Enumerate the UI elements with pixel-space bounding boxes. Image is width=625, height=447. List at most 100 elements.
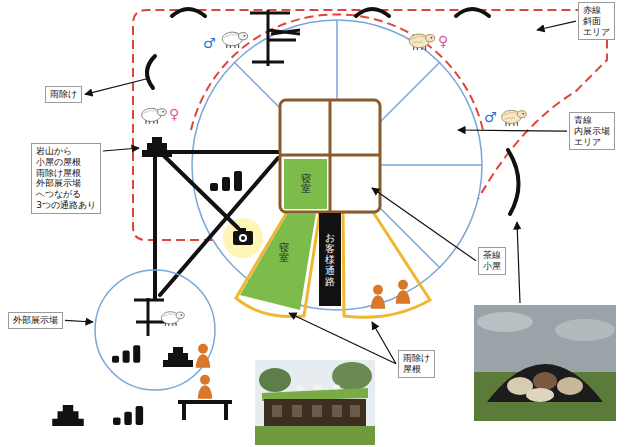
rain-shelter-arc xyxy=(147,56,155,88)
leader-line xyxy=(372,322,396,364)
sex-symbol: ♂ xyxy=(203,36,216,50)
vertical-label: 寝室 xyxy=(279,243,289,264)
photo-sheep-shelter xyxy=(474,305,616,421)
icon-key xyxy=(52,375,232,426)
icon-key xyxy=(178,402,232,420)
photo-grass-roof-building xyxy=(264,399,366,427)
leader-line xyxy=(85,78,150,94)
camera-spot xyxy=(223,218,263,258)
leader-line xyxy=(537,21,576,30)
red-slope-area xyxy=(133,10,607,240)
area-callout: 赤線 斜面 エリア xyxy=(578,2,615,40)
blue-inner-exhibit-area xyxy=(234,20,482,268)
shelter-structure xyxy=(250,10,300,66)
photo-sheep-shelter xyxy=(474,305,616,421)
icon-key xyxy=(52,405,84,426)
leader-line xyxy=(65,320,93,322)
photo-grass-roof-building xyxy=(314,385,322,390)
sheep-icon xyxy=(222,32,247,48)
rock-icon xyxy=(142,137,172,157)
icon-key xyxy=(113,406,143,425)
outdoor-exhibit xyxy=(161,312,184,326)
rain-shelter-arc xyxy=(508,150,519,214)
area-callout: 青線 内展示場 エリア xyxy=(569,112,615,150)
bedroom-trapezoid: 寝室 xyxy=(238,213,320,313)
rock-icon xyxy=(142,137,172,157)
photo-grass-roof-building xyxy=(296,386,304,391)
camera-spot xyxy=(241,236,245,240)
sex-symbol: ♀ xyxy=(438,34,448,48)
walkway-path xyxy=(160,150,279,154)
exhibit-callout: 外部展示場 xyxy=(8,312,63,329)
sheep-icon xyxy=(409,34,434,50)
rain-shelter-arc xyxy=(172,9,205,16)
blue-inner-exhibit-area xyxy=(192,20,482,310)
photo-grass-roof-building xyxy=(255,360,375,445)
path-callout: 岩山から 小屋の屋根 雨除け屋根 外部展示場 へつながる 3つの通路あり xyxy=(31,143,101,214)
vertical-label: お客様通路 xyxy=(325,232,335,287)
photo-grass-roof-building xyxy=(350,405,360,417)
photo-grass-roof-building xyxy=(255,426,375,445)
visitor-icon xyxy=(371,285,385,309)
camera-spot xyxy=(223,218,263,258)
trapezoid-fill xyxy=(240,213,316,310)
brown-hut xyxy=(280,100,380,212)
leader-line xyxy=(458,130,567,131)
rain-shelter-arc xyxy=(456,9,489,16)
photo-sheep-shelter xyxy=(477,312,533,332)
callout-text: 雨除け 屋根 xyxy=(403,353,430,375)
shelter-callout: 雨除け xyxy=(45,86,82,103)
visitor-icon xyxy=(371,280,410,309)
brown-hut xyxy=(280,100,380,212)
roof-callout: 雨除け 屋根 xyxy=(398,350,435,378)
callout-text: 青線 内展示場 エリア xyxy=(574,115,610,147)
photo-grass-roof-building xyxy=(272,405,282,417)
brown-hut xyxy=(280,100,380,212)
outdoor-exhibit xyxy=(112,345,140,363)
hut-callout: 茶線 小屋 xyxy=(478,247,506,275)
stairs-icon xyxy=(210,171,242,191)
photo-grass-roof-building xyxy=(255,360,375,445)
leader-line xyxy=(517,222,520,303)
callout-text: 雨除け xyxy=(50,89,77,100)
photo-grass-roof-building xyxy=(332,405,342,417)
visitor-walkway: お客様通路 xyxy=(319,213,341,306)
leader-line xyxy=(372,188,476,261)
outdoor-exhibit xyxy=(196,344,210,368)
photo-sheep-shelter xyxy=(487,364,603,402)
photo-sheep-shelter xyxy=(533,372,557,390)
rain-shelter-arc xyxy=(356,9,389,16)
photo-sheep-shelter xyxy=(557,377,583,395)
sheep-icon xyxy=(142,108,167,123)
outdoor-exhibit xyxy=(163,347,193,367)
outdoor-exhibit xyxy=(95,270,215,390)
bedroom-box: 寝室 xyxy=(284,159,327,209)
shelter-structure xyxy=(250,10,300,66)
leader-line xyxy=(103,148,139,151)
camera-spot xyxy=(233,231,253,245)
camera-spot xyxy=(239,234,247,242)
photo-sheep-shelter xyxy=(555,319,615,341)
photo-grass-roof-building xyxy=(292,405,302,417)
photo-grass-roof-building xyxy=(259,368,291,392)
leader-line xyxy=(289,313,396,364)
photo-grass-roof-building xyxy=(332,385,340,390)
sex-symbol: ♂ xyxy=(484,110,497,124)
stairs-icon xyxy=(210,171,242,191)
yellow-rain-roof xyxy=(236,212,430,317)
callout-text: 赤線 斜面 エリア xyxy=(583,5,610,37)
callout-text: 外部展示場 xyxy=(13,315,58,326)
outdoor-exhibit xyxy=(95,270,215,390)
yellow-rain-roof xyxy=(343,212,430,317)
vertical-label: 寝室 xyxy=(301,174,311,195)
walkway-path xyxy=(153,152,157,298)
sheep-icon xyxy=(142,32,527,126)
callout-text: 茶線 小屋 xyxy=(483,250,501,272)
photo-grass-roof-building xyxy=(332,362,372,390)
sheep-icon xyxy=(502,110,527,125)
icon-key xyxy=(198,375,212,399)
rain-shelter-arc xyxy=(147,9,519,214)
blue-inner-exhibit-area xyxy=(192,20,482,310)
